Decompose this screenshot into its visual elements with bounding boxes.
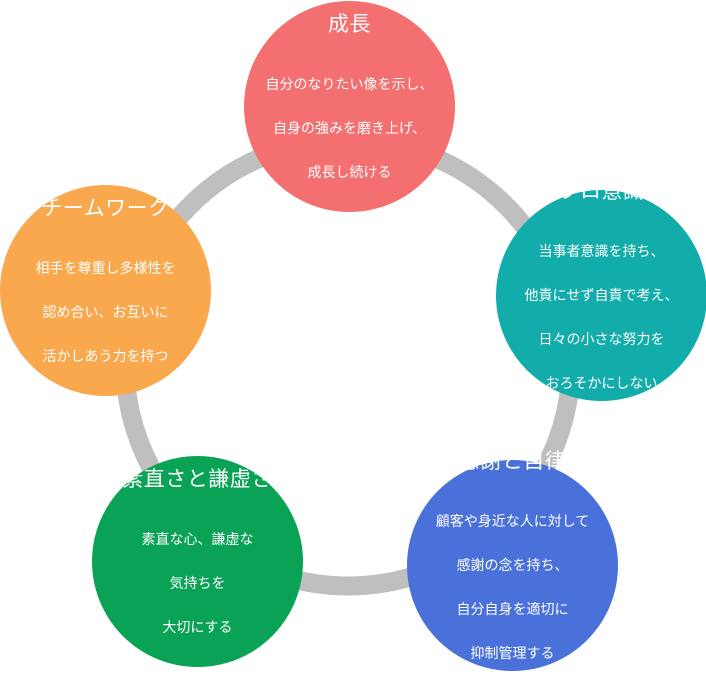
node-teamwork-line: 活かしあう力を持つ	[42, 348, 169, 365]
node-honesty-humility-line: 大切にする	[162, 619, 233, 636]
node-honesty-humility: 素直さと謙虚さ 素直な心、謙虚な 気持ちを 大切にする	[92, 456, 303, 667]
node-teamwork-title: チームワーク	[41, 195, 170, 220]
node-growth-title: 成長	[328, 11, 371, 36]
node-growth: 成長 自分のなりたい像を示し、 自身の強みを磨き上げ、 成長し続ける	[244, 1, 455, 212]
node-gratitude-discipline-line: 顧客や身近な人に対して	[435, 513, 590, 530]
node-professionalism-line: おろそかにしない	[545, 375, 658, 392]
node-professionalism: プロ意識 当事者意識を持ち、 他責にせず自責で考え、 日々の小さな努力を おろそ…	[496, 179, 706, 401]
node-teamwork-description: 相手を尊重し多様性を 認め合い、お互いに 活かしあう力を持つ	[36, 236, 176, 390]
node-growth-line: 自身の強みを磨き上げ、	[272, 120, 427, 137]
node-professionalism-title: プロ意識	[558, 178, 645, 203]
node-gratitude-discipline-description: 顧客や身近な人に対して 感謝の念を持ち、 自分自身を適切に 抑制管理する	[436, 489, 590, 687]
node-growth-line: 成長し続ける	[307, 164, 392, 181]
node-teamwork-line: 相手を尊重し多様性を	[35, 260, 176, 277]
node-professionalism-line: 他責にせず自責で考え、	[524, 287, 679, 304]
node-teamwork: チームワーク 相手を尊重し多様性を 認め合い、お互いに 活かしあう力を持つ	[0, 185, 211, 396]
node-honesty-humility-line: 素直な心、謙虚な	[141, 531, 254, 548]
node-growth-description: 自分のなりたい像を示し、 自身の強みを磨き上げ、 成長し続ける	[266, 52, 434, 206]
node-gratitude-discipline: 感謝と自律 顧客や身近な人に対して 感謝の念を持ち、 自分自身を適切に 抑制管理…	[407, 449, 618, 671]
node-professionalism-line: 日々の小さな努力を	[538, 331, 665, 348]
node-growth-line: 自分のなりたい像を示し、	[265, 76, 434, 93]
node-professionalism-line: 当事者意識を持ち、	[538, 243, 665, 260]
node-honesty-humility-line: 気持ちを	[169, 575, 226, 592]
node-gratitude-discipline-line: 自分自身を適切に	[456, 601, 569, 618]
node-professionalism-description: 当事者意識を持ち、 他責にせず自責で考え、 日々の小さな努力を おろそかにしない	[525, 219, 679, 417]
node-gratitude-discipline-line: 感謝の念を持ち、	[456, 557, 569, 574]
node-gratitude-discipline-title: 感謝と自律	[458, 448, 567, 473]
node-honesty-humility-title: 素直さと謙虚さ	[122, 466, 273, 491]
node-honesty-humility-description: 素直な心、謙虚な 気持ちを 大切にする	[142, 507, 254, 661]
node-gratitude-discipline-line: 抑制管理する	[470, 645, 555, 662]
node-teamwork-line: 認め合い、お互いに	[42, 304, 169, 321]
